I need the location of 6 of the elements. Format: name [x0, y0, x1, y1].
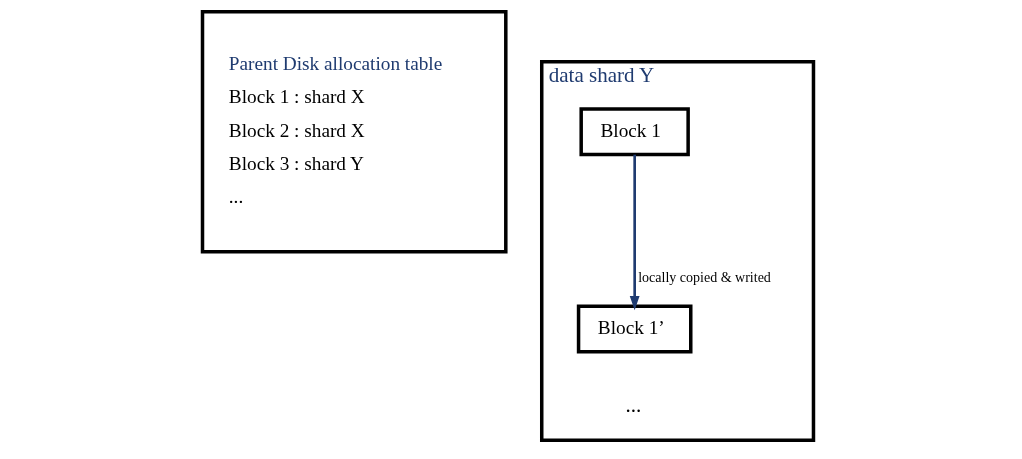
edge-label: locally copied & writed — [637, 270, 771, 286]
node-box: Block 1 — [578, 107, 690, 157]
node-box: Parent Disk allocation table Block 1 : shard X Block 2 : shard X Block 3 : shard Y ... — [200, 9, 508, 254]
label: ... — [624, 393, 641, 418]
arrow — [629, 154, 640, 311]
node-box: Block 1’ — [576, 304, 692, 354]
